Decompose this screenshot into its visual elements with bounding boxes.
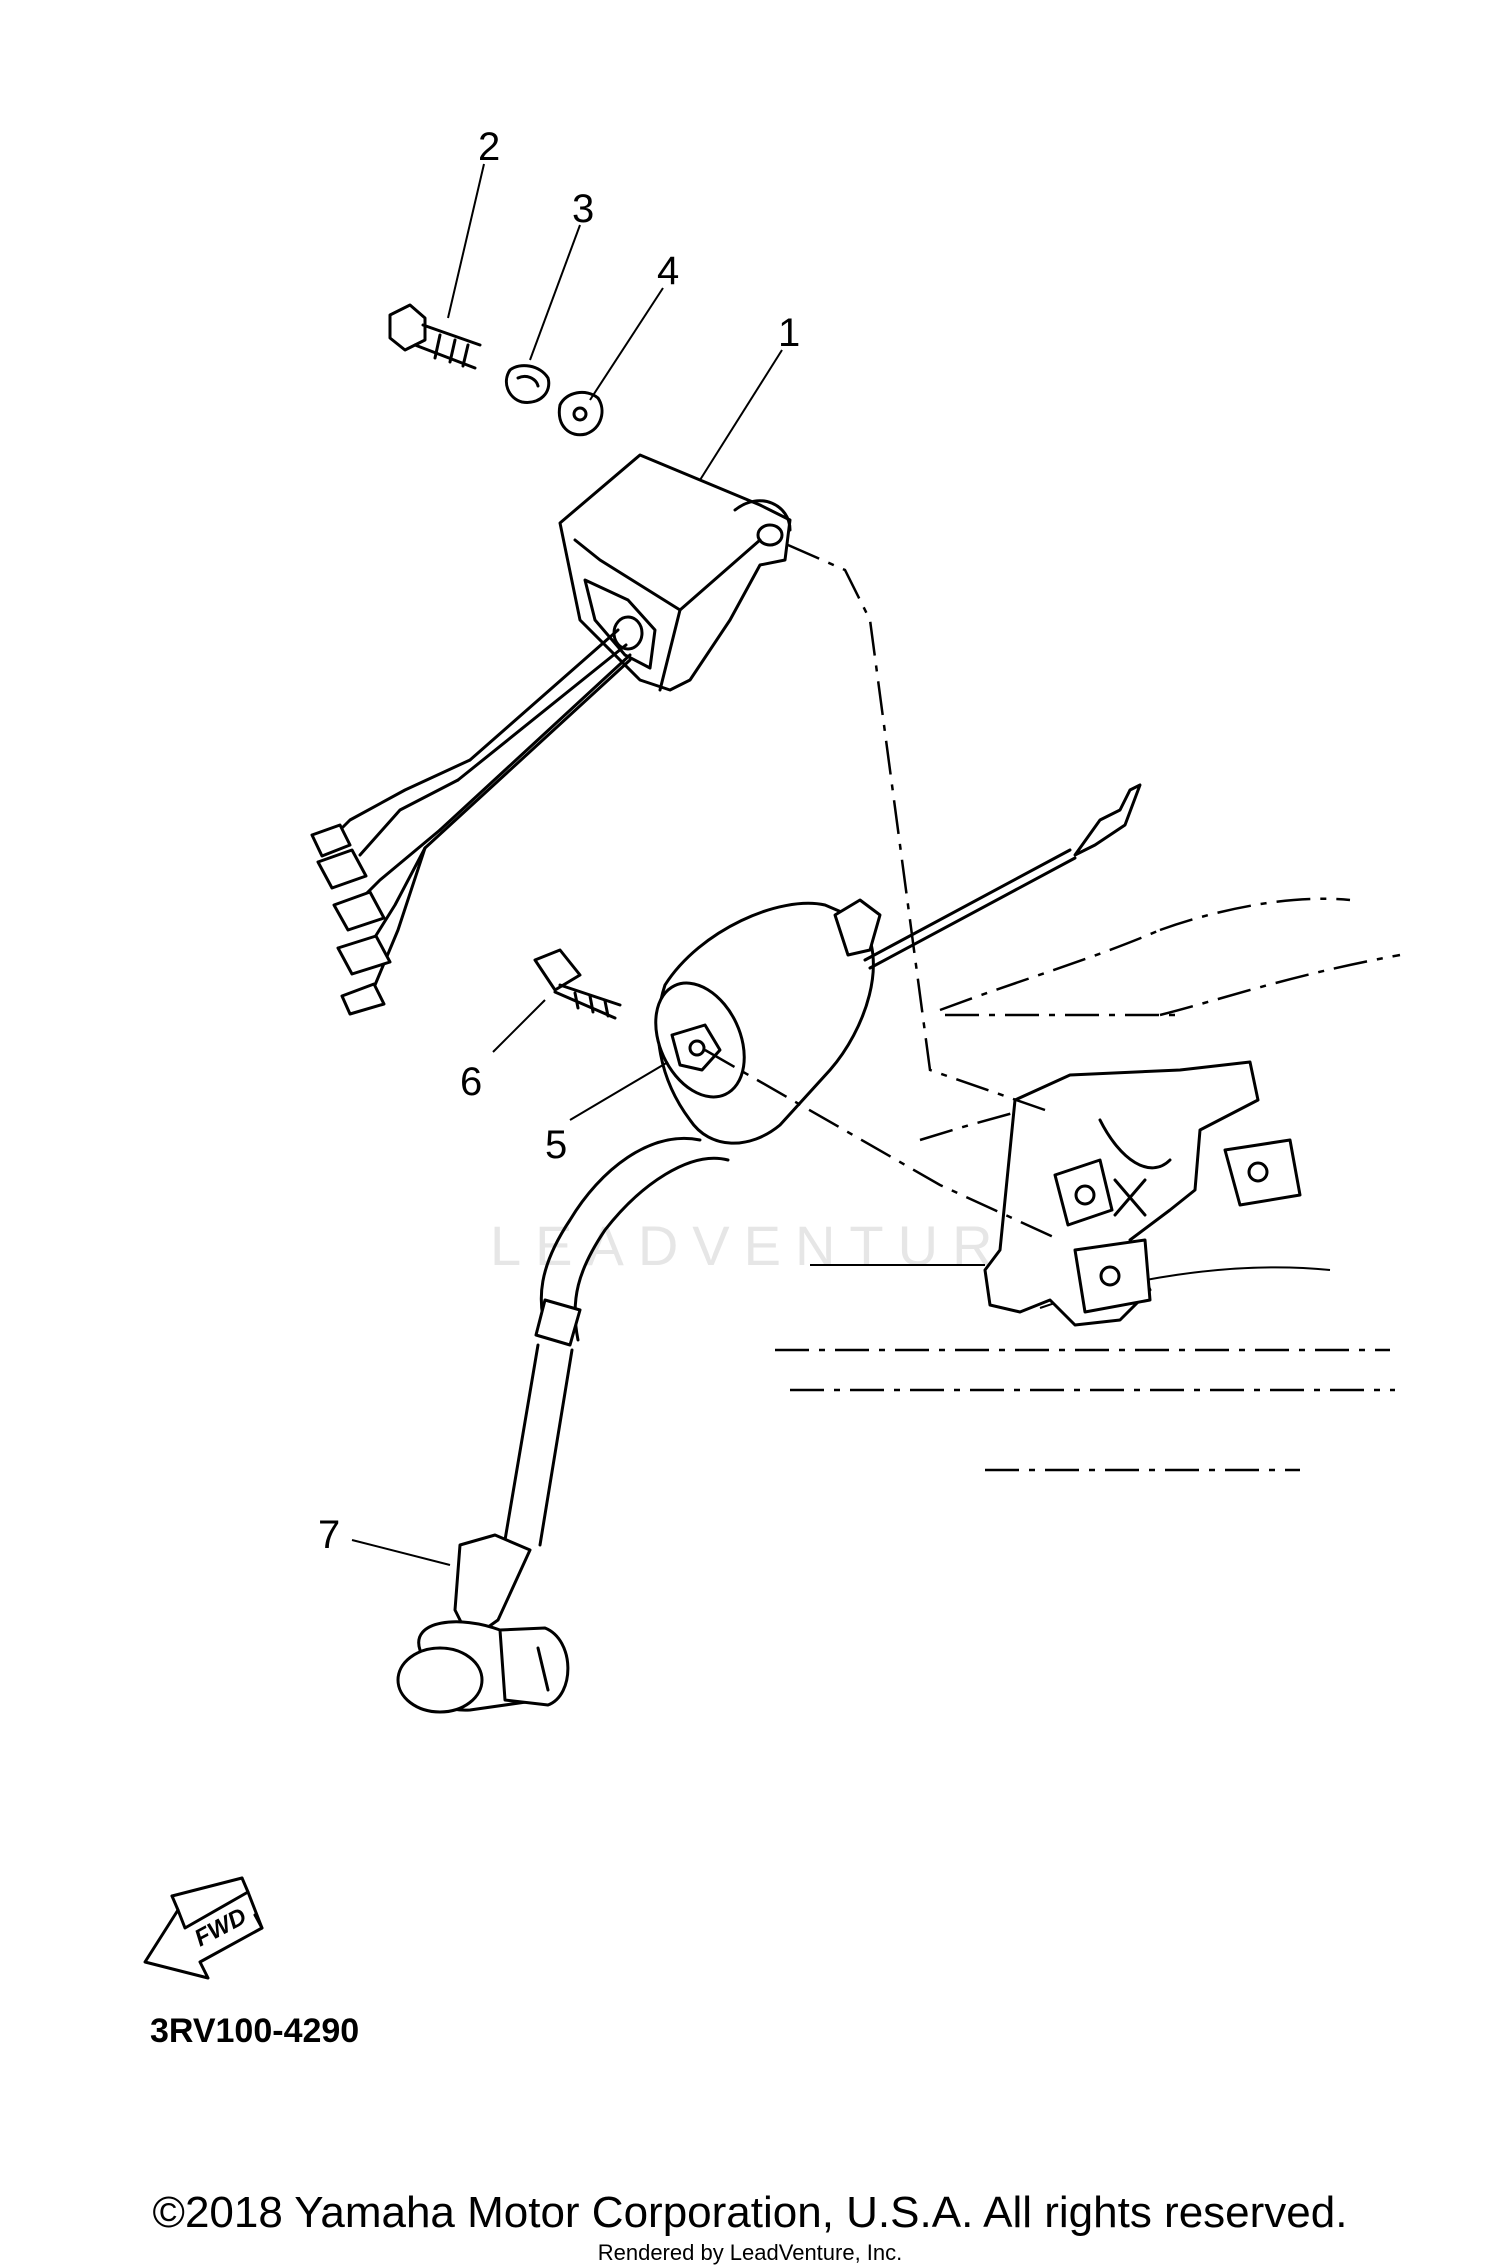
plain-washer-4 [557, 390, 604, 437]
ignition-coil [654, 783, 1142, 1145]
copyright-notice: ©2018 Yamaha Motor Corporation, U.S.A. A… [152, 2188, 1348, 2237]
rendered-by-note: Rendered by LeadVenture, Inc. [597, 2240, 903, 2265]
part-code: 3RV100-4290 [150, 2012, 359, 2050]
fwd-arrow-icon: FWD [143, 1876, 264, 1980]
callout-7: 7 [318, 1513, 340, 1557]
bolt-2 [388, 303, 482, 370]
coil-bolt [533, 948, 622, 1020]
leader-lines [351, 163, 1061, 1566]
callout-2: 2 [478, 125, 500, 169]
callout-3: 3 [572, 187, 594, 231]
mounting-bracket [983, 1060, 1302, 1327]
watermark: LEADVENTURE [490, 1214, 1058, 1277]
cdi-wire-harness [310, 628, 632, 1016]
callout-5: 5 [545, 1123, 567, 1167]
spring-washer-3 [505, 364, 551, 404]
callout-4: 4 [657, 249, 679, 293]
cdi-unit [558, 453, 792, 692]
engine-outline [775, 897, 1401, 1472]
callout-labels: 2 3 4 1 6 5 7 [318, 125, 800, 1557]
callout-6: 6 [460, 1060, 482, 1104]
callout-1: 1 [778, 311, 800, 355]
spark-plug-cap-and-cord [396, 1137, 730, 1714]
